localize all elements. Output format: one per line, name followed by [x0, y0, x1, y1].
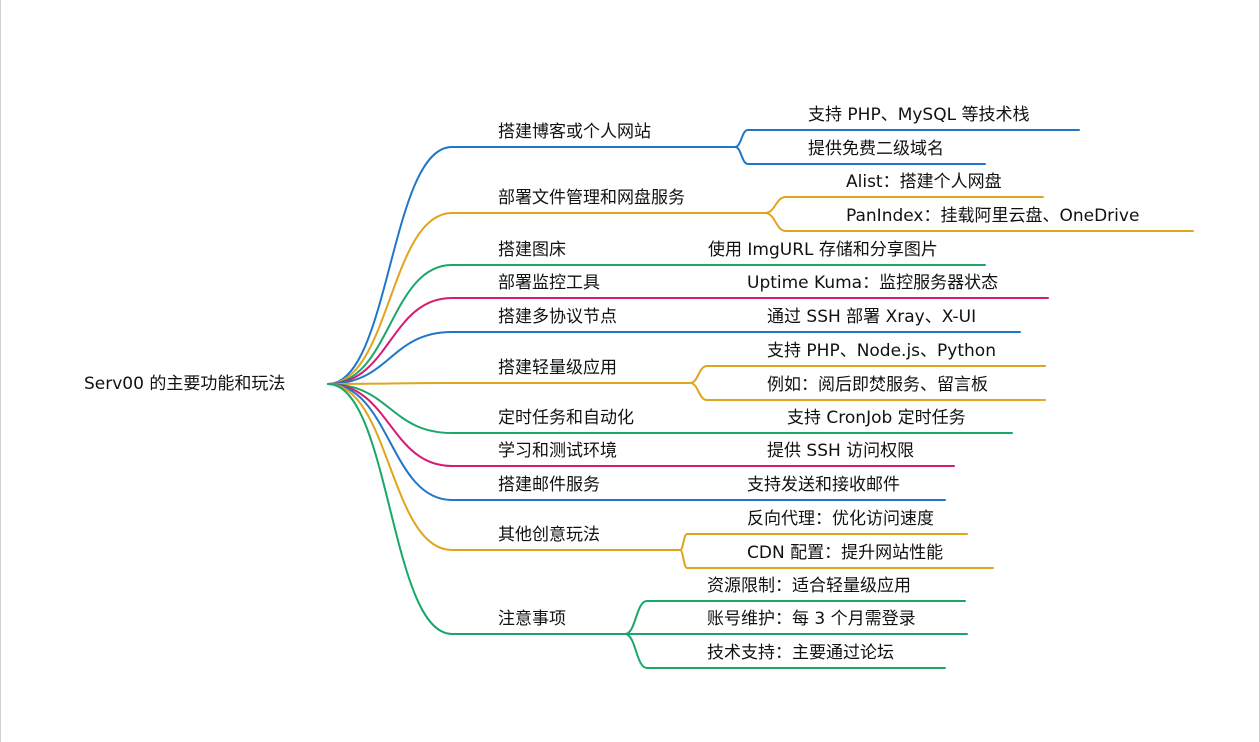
- child-label: 支持发送和接收邮件: [747, 475, 900, 495]
- branch-connector: [327, 383, 453, 635]
- branch-label: 注意事项: [498, 609, 566, 629]
- branch-connector: [327, 383, 453, 434]
- branch-label: 部署监控工具: [498, 273, 600, 293]
- branch-label: 搭建博客或个人网站: [498, 122, 651, 142]
- child-label: 技术支持：主要通过论坛: [707, 643, 894, 663]
- child-connector: [679, 549, 688, 569]
- child-label: 账号维护：每 3 个月需登录: [707, 609, 916, 629]
- branch-connector: [327, 383, 453, 551]
- branch-label: 搭建多协议节点: [498, 307, 617, 327]
- child-label: 使用 ImgURL 存储和分享图片: [708, 240, 938, 260]
- child-connector: [689, 382, 708, 401]
- child-connector: [679, 533, 688, 551]
- child-connector: [734, 129, 749, 148]
- child-label: 资源限制：适合轻量级应用: [707, 576, 911, 596]
- child-label: 通过 SSH 部署 Xray、X-UI: [767, 307, 977, 327]
- child-label: 例如：阅后即焚服务、留言板: [767, 375, 988, 395]
- branch-label: 搭建轻量级应用: [498, 358, 617, 378]
- branch-connector: [327, 331, 453, 385]
- branch-label: 其他创意玩法: [498, 525, 600, 545]
- child-label: 反向代理：优化访问速度: [747, 509, 934, 529]
- branch-label: 部署文件管理和网盘服务: [498, 188, 685, 208]
- branch-connector: [327, 383, 453, 501]
- child-label: CDN 配置：提升网站性能: [747, 543, 944, 563]
- branch-label: 搭建图床: [498, 240, 566, 260]
- branch-connector: [327, 382, 453, 385]
- root-node-label: Serv00 的主要功能和玩法: [84, 374, 286, 394]
- branch-label: 学习和测试环境: [498, 441, 617, 461]
- child-connector: [764, 212, 787, 232]
- branch-connector: [327, 146, 453, 385]
- child-connector: [624, 600, 648, 635]
- child-connector: [624, 633, 648, 669]
- branch-connector: [327, 297, 453, 385]
- child-connector: [764, 196, 787, 214]
- child-label: Uptime Kuma：监控服务器状态: [747, 273, 999, 293]
- branch-connector: [327, 212, 453, 385]
- child-label: PanIndex：挂载阿里云盘、OneDrive: [846, 206, 1140, 226]
- branch-connector: [327, 264, 453, 385]
- child-label: 提供 SSH 访问权限: [767, 441, 915, 461]
- branch-connector: [327, 383, 453, 467]
- child-label: 支持 PHP、MySQL 等技术栈: [808, 105, 1030, 125]
- child-connector: [734, 146, 749, 165]
- child-label: Alist：搭建个人网盘: [846, 172, 1002, 192]
- child-connector: [689, 365, 708, 384]
- branch-label: 搭建邮件服务: [498, 475, 600, 495]
- branch-label: 定时任务和自动化: [498, 408, 634, 428]
- child-label: 提供免费二级域名: [808, 139, 944, 159]
- child-label: 支持 PHP、Node.js、Python: [767, 341, 996, 361]
- child-label: 支持 CronJob 定时任务: [787, 408, 966, 428]
